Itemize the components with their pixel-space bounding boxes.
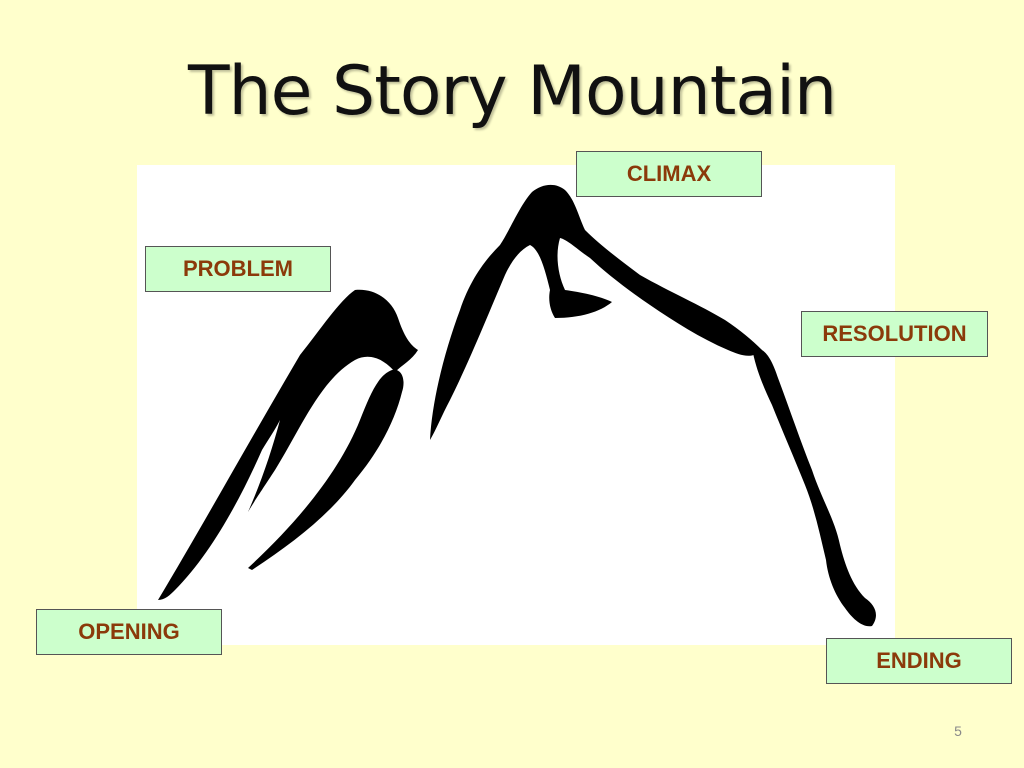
ending-label: ENDING [826,638,1012,684]
resolution-label: RESOLUTION [801,311,988,357]
left-peak-stroke [158,289,418,600]
opening-label: OPENING [36,609,222,655]
climax-label: CLIMAX [576,151,762,197]
slide-title: The Story Mountain [187,52,837,131]
main-peak-stroke [430,184,762,440]
inner-swoosh-stroke [248,369,404,570]
page-number: 5 [954,723,962,739]
problem-label: PROBLEM [145,246,331,292]
right-slope-stroke [752,347,876,627]
